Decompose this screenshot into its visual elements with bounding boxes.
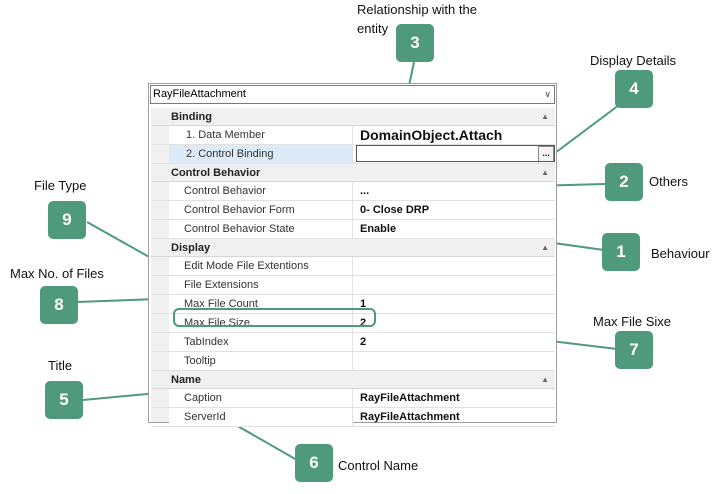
category-title: Binding (171, 111, 212, 123)
property-row-control-behavior-form[interactable]: Control Behavior Form 0- Close DRP (151, 201, 555, 220)
property-row-data-member[interactable]: 1. Data Member DomainObject.Attach (151, 126, 555, 145)
property-row-serverid[interactable]: ServerId RayFileAttachment (151, 408, 555, 427)
line-4 (554, 101, 624, 154)
category-control-behavior[interactable]: Control Behavior ▲ (151, 164, 555, 182)
annotation-badge-9: 9 (48, 201, 86, 239)
category-display[interactable]: Display ▲ (151, 239, 555, 257)
property-value-max-file-size[interactable]: 2 (360, 317, 367, 329)
property-value-control-behavior-state[interactable]: Enable (360, 223, 397, 235)
property-name: TabIndex (169, 333, 353, 351)
property-row-control-behavior[interactable]: Control Behavior ... (151, 182, 555, 201)
annotation-label-3-line1: Relationship with the (357, 2, 477, 17)
property-value-caption[interactable]: RayFileAttachment (360, 392, 460, 404)
property-name: Edit Mode File Extentions (169, 257, 353, 275)
category-title: Display (171, 242, 211, 254)
annotation-badge-3: 3 (396, 24, 434, 62)
chevron-down-icon[interactable]: ∨ (544, 89, 551, 99)
property-grid: RayFileAttachment ∨ Binding ▲ 1. Data Me… (148, 83, 557, 427)
annotation-badge-4: 4 (615, 70, 653, 108)
annotation-badge-7: 7 (615, 331, 653, 369)
property-list: Binding ▲ 1. Data Member DomainObject.At… (151, 108, 555, 427)
property-value-control-binding[interactable]: ... (356, 145, 555, 162)
property-value-control-behavior[interactable]: ... (360, 185, 370, 197)
ellipsis-button[interactable]: ... (538, 146, 554, 161)
collapse-icon[interactable]: ▲ (541, 112, 549, 121)
category-binding[interactable]: Binding ▲ (151, 108, 555, 126)
annotation-badge-2: 2 (605, 163, 643, 201)
annotation-badge-1: 1 (602, 233, 640, 271)
max-file-size-highlight (173, 308, 376, 327)
property-row-tooltip[interactable]: Tooltip (151, 352, 555, 371)
property-row-tabindex[interactable]: TabIndex 2 (151, 333, 555, 352)
property-name: Control Behavior State (169, 220, 353, 238)
property-row-file-extensions[interactable]: File Extensions (151, 276, 555, 295)
collapse-icon[interactable]: ▲ (541, 375, 549, 384)
property-row-edit-mode-file-extentions[interactable]: Edit Mode File Extentions (151, 257, 555, 276)
property-value-max-file-count[interactable]: 1 (360, 298, 367, 310)
annotation-label-1: Behaviour (651, 246, 710, 261)
object-selector-dropdown[interactable]: RayFileAttachment ∨ (150, 85, 555, 104)
property-name: Caption (169, 389, 353, 407)
property-value-control-behavior-form[interactable]: 0- Close DRP (360, 204, 430, 216)
property-name: ServerId (169, 408, 353, 426)
property-row-caption[interactable]: Caption RayFileAttachment (151, 389, 555, 408)
grid-gutter (151, 108, 169, 422)
annotation-label-5: Title (48, 358, 73, 373)
annotation-label-6: Control Name (338, 458, 419, 473)
property-name: 2. Control Binding (169, 145, 353, 163)
collapse-icon[interactable]: ▲ (541, 168, 549, 177)
property-name: Control Behavior Form (169, 201, 353, 219)
annotation-badge-8: 8 (40, 286, 78, 324)
object-selector-value: RayFileAttachment (153, 88, 246, 100)
property-name: Control Behavior (169, 182, 353, 200)
annotation-label-9: File Type (34, 178, 87, 193)
annotation-label-4: Display Details (590, 53, 676, 68)
annotation-badge-6: 6 (295, 444, 333, 482)
property-value-data-member[interactable]: DomainObject.Attach (360, 127, 503, 143)
property-name: 1. Data Member (169, 126, 353, 144)
property-name: Tooltip (169, 352, 353, 370)
property-row-control-behavior-state[interactable]: Control Behavior State Enable (151, 220, 555, 239)
annotation-label-2: Others (649, 174, 689, 189)
property-name: File Extensions (169, 276, 353, 294)
property-row-control-binding[interactable]: 2. Control Binding ... (151, 145, 555, 164)
annotation-label-8: Max No. of Files (10, 266, 104, 281)
category-name[interactable]: Name ▲ (151, 371, 555, 389)
category-title: Control Behavior (171, 167, 261, 179)
collapse-icon[interactable]: ▲ (541, 243, 549, 252)
annotation-label-3-line2: entity (357, 21, 389, 36)
property-value-tabindex[interactable]: 2 (360, 336, 367, 348)
annotation-label-7: Max File Sixe (593, 314, 672, 329)
annotation-badge-5: 5 (45, 381, 83, 419)
category-title: Name (171, 374, 201, 386)
property-value-serverid[interactable]: RayFileAttachment (360, 411, 460, 423)
